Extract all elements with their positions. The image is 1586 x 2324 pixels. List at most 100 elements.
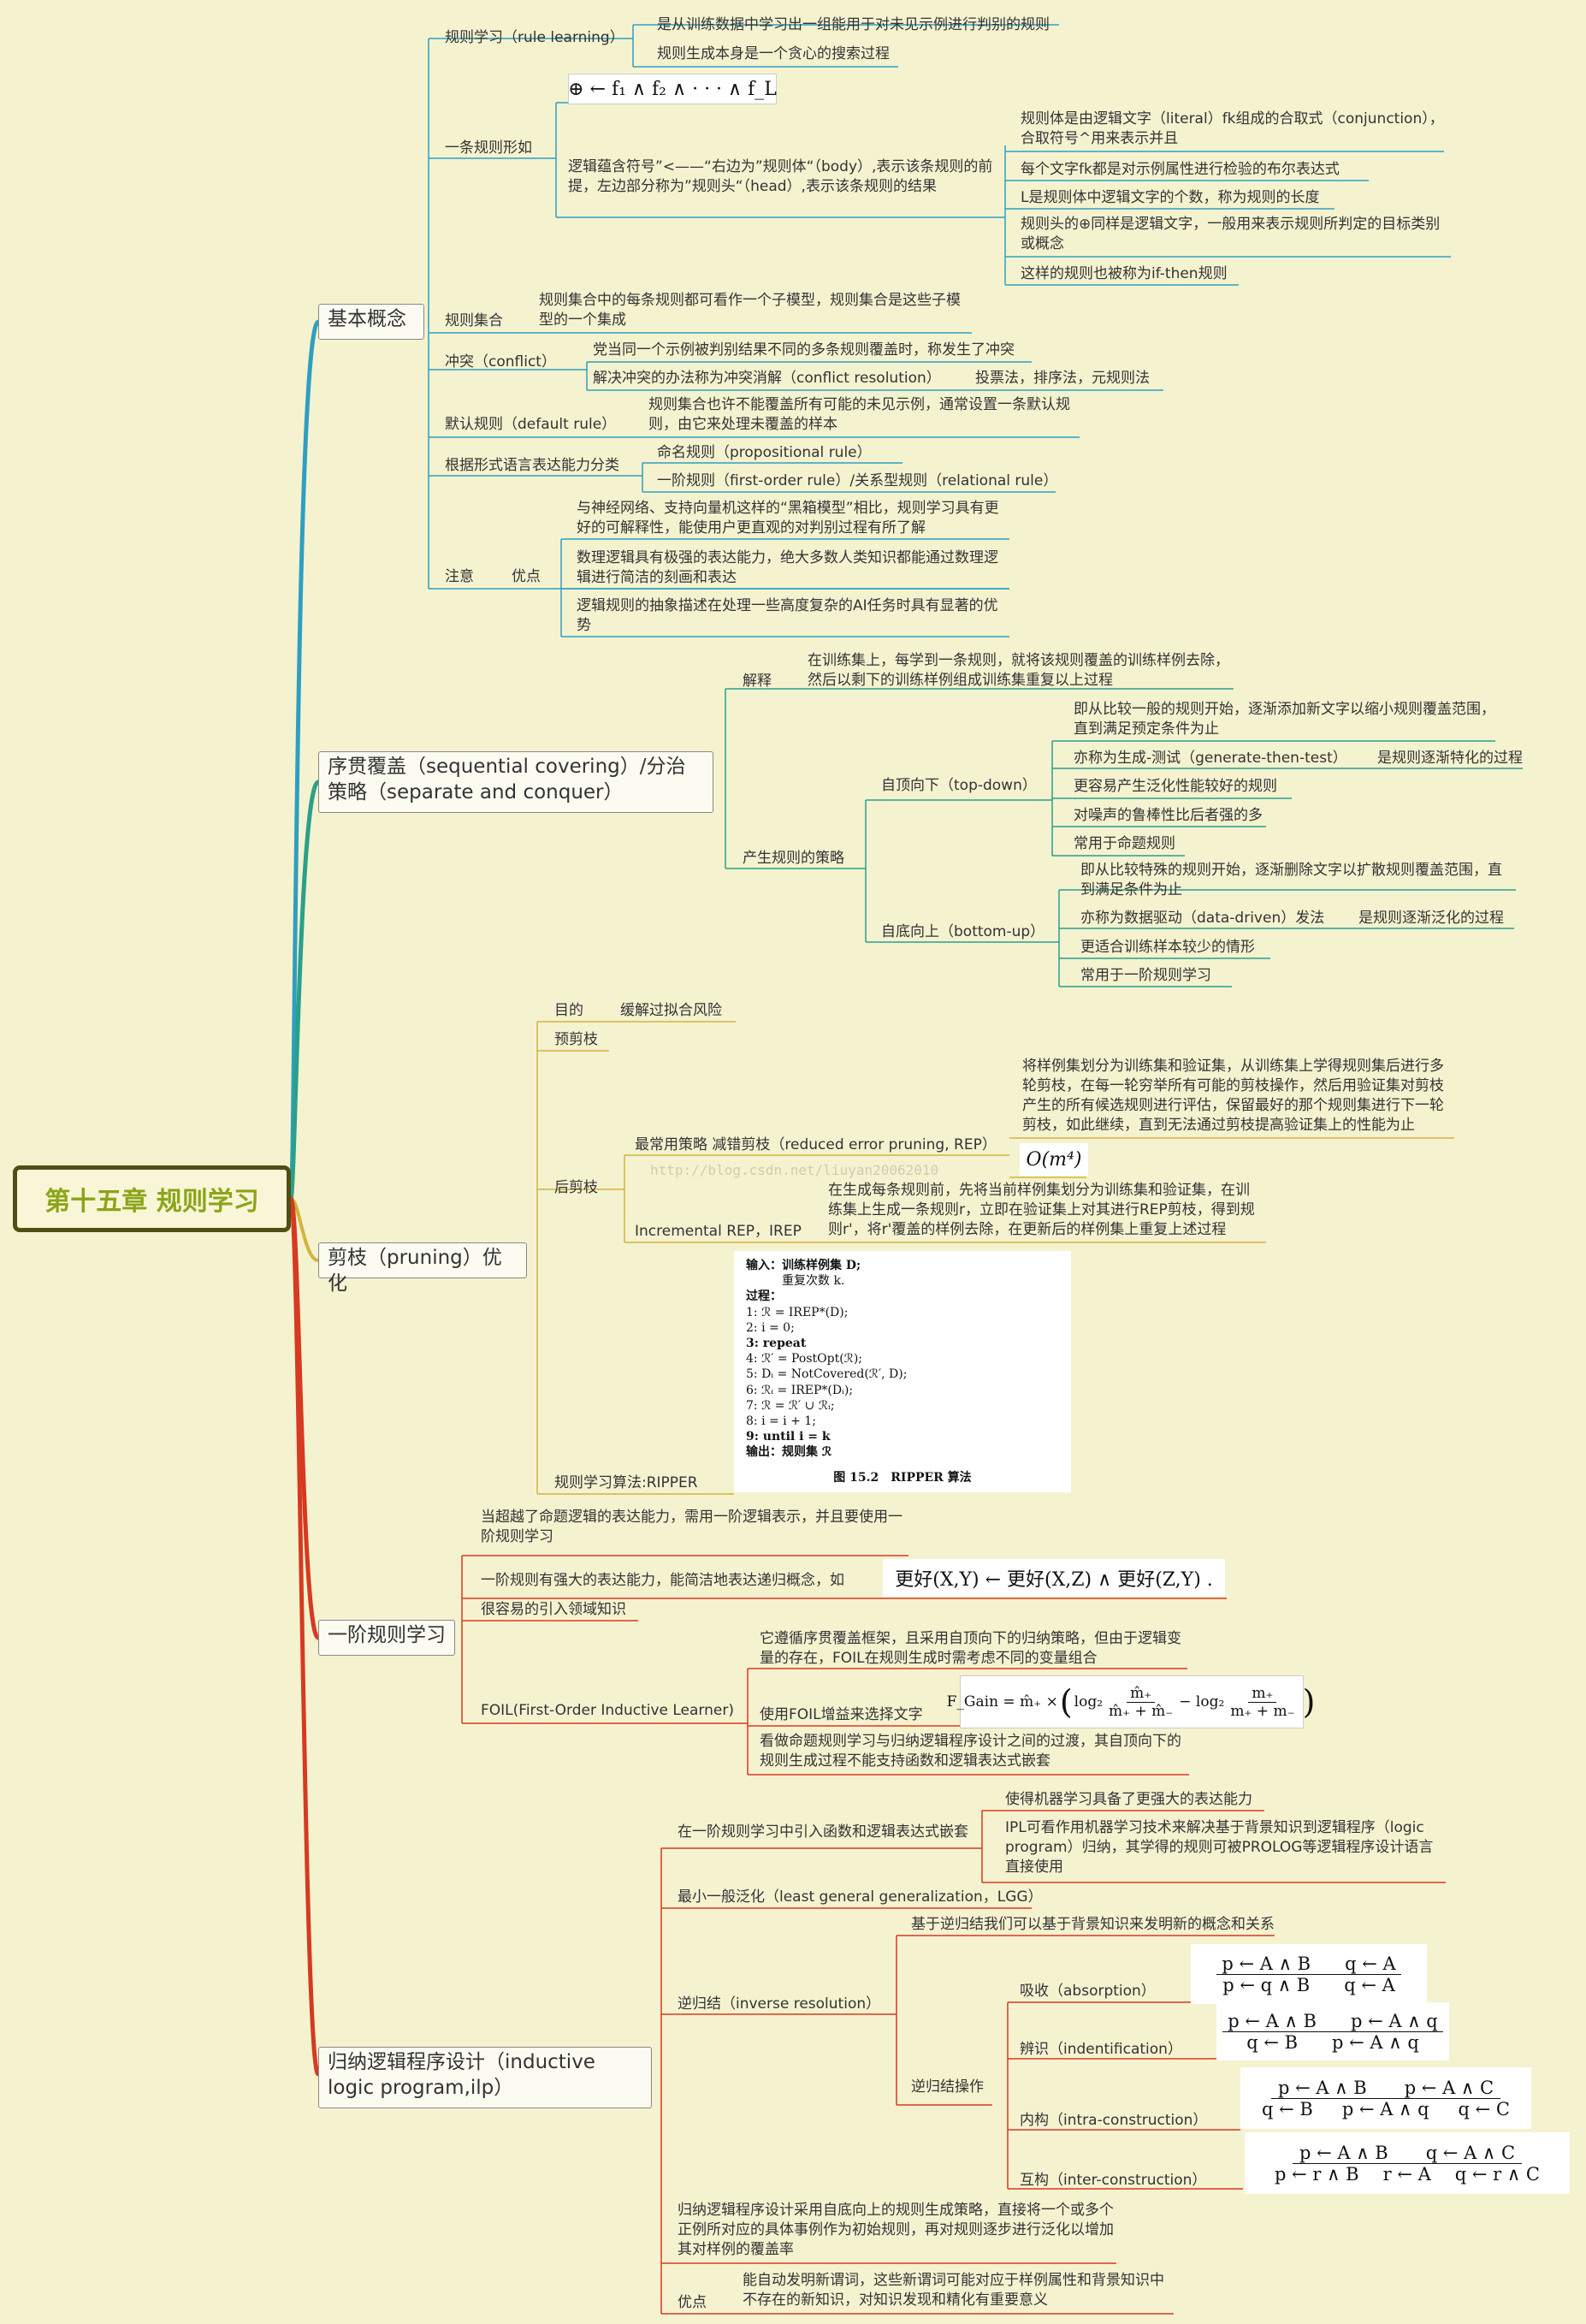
ilp-advantage-label: 优点 (678, 2294, 707, 2311)
data-driven: 亦称为数据驱动（data-driven）发法 (1080, 910, 1325, 927)
specialization-process: 是规则逐渐特化的过程 (1377, 750, 1523, 767)
bottom-up-first-order: 常用于一阶规则学习 (1080, 967, 1211, 984)
right-paren: ) (1302, 1683, 1316, 1721)
foil-gain-formula: F_Gain = m̂₊ × ( log₂ m̂₊m̂₊ + m̂₋ − log… (947, 1675, 1315, 1728)
algo-line: 4: ℛ′ = PostOpt(ℛ); (746, 1352, 863, 1367)
top-down-generalization: 更容易产生泛化性能较好的规则 (1074, 778, 1277, 795)
rule-form-formula: ⊕ ← f₁ ∧ f₂ ∧ · · · ∧ f_L (568, 74, 777, 104)
conflict-label: 冲突（conflict） (445, 353, 556, 371)
fol-recursive-formula: 更好(X,Y) ← 更好(X,Z) ∧ 更好(Z,Y) . (883, 1559, 1225, 1597)
algo-line: 重复次数 k. (746, 1274, 845, 1289)
goal-label: 目的 (554, 1002, 583, 1019)
post-pruning: 后剪枝 (554, 1179, 598, 1196)
inverse-resolution-desc: 基于逆归结我们可以基于背景知识来发明新的概念和关系 (911, 1916, 1275, 1933)
rule-set-label: 规则集合 (445, 312, 503, 329)
fol-power: 一阶规则有强大的表达能力，能简洁地表达递归概念，如 (481, 1572, 844, 1589)
algo-line: 2: i = 0; (746, 1320, 795, 1335)
algo-line: 过程： (746, 1289, 782, 1304)
branch-ilp: 归纳逻辑程序设计（inductive logic program,ilp） (318, 2047, 652, 2108)
branch-sequential-covering: 序贯覆盖（sequential covering）/分治策略（separate … (318, 751, 713, 813)
bottom-up-desc: 即从比较特殊的规则开始，逐渐删除文字以扩散规则覆盖范围，直到满足条件为止 (1080, 862, 1502, 898)
rule-learning-greedy: 规则生成本身是一个贪心的搜索过程 (657, 45, 890, 62)
foil-label: FOIL(First-Order Inductive Learner) (481, 1702, 734, 1719)
algo-line: 7: ℛ = ℛ′ ∪ ℛᵢ; (746, 1398, 835, 1413)
fol-domain: 很容易的引入领域知识 (481, 1601, 626, 1618)
ilp-prolog: IPL可看作用机器学习技术来解决基于背景知识到逻辑程序（logic progra… (1005, 1819, 1434, 1876)
algo-line: 输出：规则集 ℛ (746, 1445, 832, 1460)
conflict-resolution: 解决冲突的办法称为冲突消解（conflict resolution） (593, 370, 941, 387)
lgg-label: 最小一般泛化（least general generalization，LGG） (678, 1888, 1043, 1906)
root-node: 第十五章 规则学习 (13, 1165, 291, 1232)
conflict-def: 党当同一个示例被判别结果不同的多条规则覆盖时，称发生了冲突 (593, 341, 1015, 359)
default-rule-desc: 规则集合也许不能覆盖所有可能的未见示例，通常设置一条默认规则，由它来处理未覆盖的… (648, 396, 1070, 433)
foil-desc: 它遵循序贯覆盖框架，且采用自顶向下的归纳策略，但由于逻辑变量的存在，FOIL在规… (760, 1630, 1181, 1667)
explain-desc: 在训练集上，每学到一条规则，就将该规则覆盖的训练样例去除，然后以剩下的训练样例组… (808, 652, 1229, 689)
ilp-strategy: 归纳逻辑程序设计采用自底向上的规则生成策略，直接将一个或多个正例所对应的具体事例… (678, 2202, 1114, 2258)
bottom-up-few-samples: 更适合训练样本较少的情形 (1080, 939, 1255, 956)
fraction-hat: m̂₊m̂₊ + m̂₋ (1109, 1684, 1174, 1720)
gain-lhs: F_Gain = m̂₊ × (946, 1693, 1058, 1710)
algo-line: 9: until i = k (746, 1430, 831, 1444)
algo-line: 输入：训练样例集 D; (746, 1259, 861, 1272)
advantage-label: 优点 (512, 568, 541, 585)
rule-learning-label: 规则学习（rule learning） (445, 29, 624, 46)
bottom-up-label: 自底向上（bottom-up） (881, 923, 1045, 940)
inverse-op-label: 逆归结操作 (911, 2078, 984, 2096)
advantage-ai-tasks: 逻辑规则的抽象描述在处理一些高度复杂的AI任务时具有显著的优势 (577, 597, 998, 634)
ripper-algorithm-box: 输入：训练样例集 D; 重复次数 k. 过程： 1: ℛ = IREP*(D);… (734, 1251, 1071, 1492)
if-then-item: 这样的规则也被称为if-then规则 (1021, 265, 1228, 282)
conflict-methods: 投票法，排序法，元规则法 (975, 370, 1150, 387)
intra-construction-label: 内构（intra-construction） (1020, 2112, 1208, 2129)
algo-line: 6: ℛᵢ = IREP*(Dᵢ); (746, 1383, 854, 1397)
rule-length-item: L是规则体中逻辑文字的个数，称为规则的长度 (1021, 189, 1320, 206)
rule-set-desc: 规则集合中的每条规则都可看作一个子模型，规则集合是这些子模型的一个集成 (539, 292, 961, 329)
irep-desc: 在生成每条规则前，先将当前样例集划分为训练集和验证集，在训练集上生成一条规则r，… (828, 1182, 1255, 1238)
branch-basic-concept: 基本概念 (318, 304, 424, 340)
top-down-label: 自顶向下（top-down） (881, 777, 1037, 794)
top-down-desc: 即从比较一般的规则开始，逐渐添加新文字以缩小规则覆盖范围，直到满足预定条件为止 (1074, 701, 1495, 738)
note-label: 注意 (445, 568, 474, 585)
advantage-interpretability: 与神经网络、支持向量机这样的“黑箱模型”相比，规则学习具有更好的可解释性，能使用… (577, 500, 999, 537)
propositional-rule: 命名规则（propositional rule） (657, 444, 872, 461)
absorption-label: 吸收（absorption） (1020, 1983, 1156, 2000)
rule-head-item: 规则头的⊕同样是逻辑文字，一般用来表示规则所判定的目标类别或概念 (1021, 216, 1441, 252)
identification-label: 辨识（indentification） (1020, 2041, 1182, 2058)
top-down-propositional: 常用于命题规则 (1074, 835, 1175, 852)
ilp-embed-label: 在一阶规则学习中引入函数和逻辑表达式嵌套 (678, 1823, 968, 1841)
left-paren: ( (1059, 1683, 1073, 1721)
fol-intro: 当超越了命题逻辑的表达能力，需用一阶逻辑表示，并且要使用一阶规则学习 (481, 1509, 902, 1545)
algo-line: 3: repeat (746, 1336, 807, 1350)
first-order-rule: 一阶规则（first-order rule）/关系型规则（relational … (657, 472, 1058, 489)
top-down-robustness: 对噪声的鲁棒性比后者强的多 (1074, 807, 1263, 824)
ilp-advantage-desc: 能自动发明新谓词，这些新谓词可能对应于样例属性和背景知识中不存在的新知识，对知识… (743, 2272, 1164, 2309)
foil-transition: 看做命题规则学习与归纳逻辑程序设计之间的过渡，其自顶向下的规则生成过程不能支持函… (760, 1733, 1181, 1770)
generalization-process: 是规则逐渐泛化的过程 (1358, 910, 1504, 927)
rule-literal-item: 每个文字fk都是对示例属性进行检验的布尔表达式 (1021, 161, 1340, 178)
algo-line: 1: ℛ = IREP*(D); (746, 1305, 849, 1319)
inverse-resolution-label: 逆归结（inverse resolution） (678, 1995, 881, 2013)
pre-pruning: 预剪枝 (554, 1031, 598, 1048)
foil-gain-label: 使用FOIL增益来选择文字 (760, 1706, 923, 1723)
default-rule-label: 默认规则（default rule） (445, 416, 617, 433)
explain-label: 解释 (743, 673, 772, 690)
algo-caption: 图 15.2 RIPPER 算法 (833, 1471, 972, 1485)
branch-pruning: 剪枝（pruning）优化 (318, 1242, 527, 1295)
fraction-plain: m₊m₊ + m₋ (1230, 1684, 1295, 1720)
generate-then-test: 亦称为生成-测试（generate-then-test） (1074, 750, 1347, 767)
algo-line: 5: Dᵢ = NotCovered(ℛ′, D); (746, 1367, 908, 1382)
algo-line: 8: i = i + 1; (746, 1414, 816, 1428)
rule-learning-def: 是从训练数据中学习出一组能用于对未见示例进行判别的规则 (657, 16, 1050, 33)
rep-label: 最常用策略 减错剪枝（reduced error pruning, REP） (635, 1136, 997, 1153)
watermark: http://blog.csdn.net/liuyan20062010 (650, 1162, 939, 1178)
ilp-embed-power: 使得机器学习具备了更强大的表达能力 (1005, 1791, 1252, 1808)
strategy-label: 产生规则的策略 (743, 850, 844, 867)
rep-desc: 将样例集划分为训练集和验证集，从训练集上学得规则集后进行多轮剪枝，在每一轮穷举所… (1022, 1058, 1444, 1134)
irep-label: Incremental REP，IREP (635, 1223, 802, 1240)
rep-complexity: O(m⁴) (1020, 1143, 1088, 1176)
branch-first-order: 一阶规则学习 (318, 1620, 455, 1656)
